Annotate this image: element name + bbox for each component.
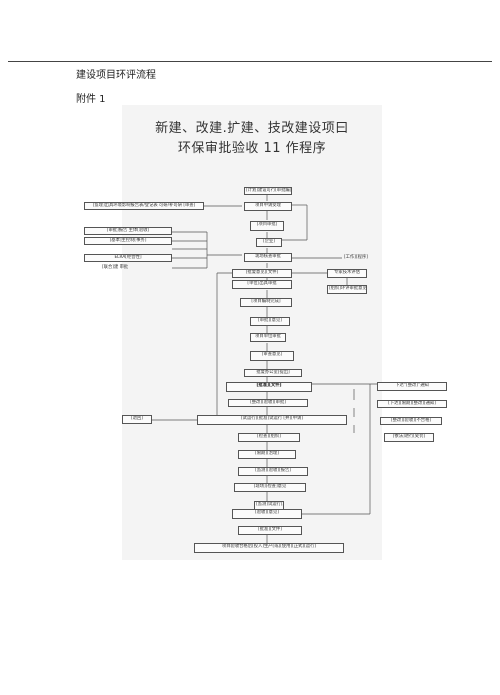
flow-node-left5: [联合]建 审批 [102, 265, 129, 270]
flow-node-back: [退回] [122, 415, 152, 424]
flow-node-apply: 项目申请受理 [244, 202, 292, 211]
flowchart-title-line1: 新建、改建.扩建、技改建设项曰 [155, 121, 349, 136]
flow-node-notice3: [整改][验收][不合格] [380, 417, 442, 425]
flow-node-notice: 下达“[整改]”通知 [377, 382, 447, 391]
flow-node-bottom: 项目验收合格后[投入]生产[或][使用][正式][运行] [194, 543, 344, 553]
flow-node-left1: [监理]出具环境影响报告表/登记表 可研/补可研 [审查] [84, 202, 204, 210]
header-rule [8, 61, 492, 62]
flow-node-evalcomment: [组织]环评审批意见 [327, 285, 367, 294]
flow-node-notice4: [依法]进行[处罚] [384, 433, 434, 442]
flow-node-report: [试运行][批准]试运行 [并][申请] [197, 415, 347, 425]
flow-node-r9: [整改][验收][审批] [228, 399, 308, 407]
flow-node-r15: [验收][意见] [232, 509, 302, 519]
document-title: 建设项目环评流程 [76, 70, 156, 81]
flow-node-r7: 批复办公室[提出] [244, 369, 302, 377]
flow-node-check: 现场核查审批 [244, 253, 292, 262]
flow-node-r6: [审查意见] [250, 351, 294, 361]
flow-node-notice2: [下达][限期][整改][通知] [377, 400, 447, 408]
flow-node-r3: [项目编制完成] [240, 298, 292, 307]
flowchart-connectors [152, 194, 377, 543]
flow-node-r1: [批复意见][文件] [232, 269, 292, 278]
flow-node-r2: [单位]出具审批 [232, 280, 292, 289]
flow-node-expert: 专家技术评估 [327, 269, 367, 278]
flow-node-top: [计划]建设可行[审批编] [244, 187, 292, 195]
flow-node-supervise: [企业] [256, 238, 282, 247]
flow-node-r12: [监测][验收][报告] [238, 467, 308, 476]
flow-node-proc: [工作][程序] [344, 255, 368, 260]
flow-node-r4: [审批][意见] [250, 317, 290, 326]
flow-node-review: [项目审批] [250, 221, 284, 231]
flowchart-scan: 新建、改建.扩建、技改建设项曰 环保审批验收 11 作程序 [84, 105, 447, 560]
flow-node-r5: 项目单位审批 [250, 333, 286, 342]
flow-node-left2: [审批]报告 主体[验收] [84, 227, 172, 235]
attachment-label: 附件 1 [76, 94, 106, 105]
flowchart-title-line2: 环保审批验收 11 作程序 [177, 141, 327, 156]
flow-node-r16: [批准][文件] [238, 526, 302, 535]
flow-node-left3: [基本]主控制[事务] [84, 237, 172, 245]
flow-node-r8: [批准][文件] [226, 382, 312, 392]
flow-node-left4: ELRA[经营性] [84, 254, 172, 262]
flow-node-r13: [现场][检查]意见 [234, 483, 306, 492]
flow-node-r11: [限期][治理] [238, 450, 296, 459]
flow-node-r10: [检查][组织] [238, 433, 300, 442]
